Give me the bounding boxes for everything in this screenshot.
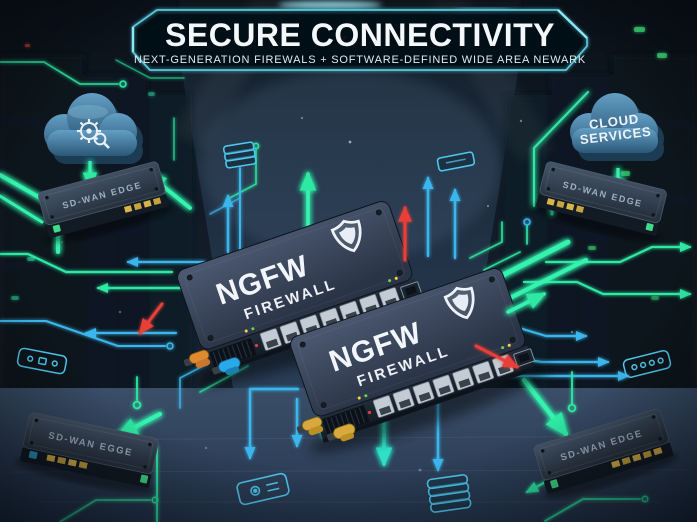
banner-subtitle: NEXT-GENERATION FIREWALS + SOFTWARE-DEFI… [134,54,586,66]
banner: SECURE CONNECTIVITY NEXT-GENERATION FIRE… [131,1,588,71]
banner-title: SECURE CONNECTIVITY [165,17,555,53]
